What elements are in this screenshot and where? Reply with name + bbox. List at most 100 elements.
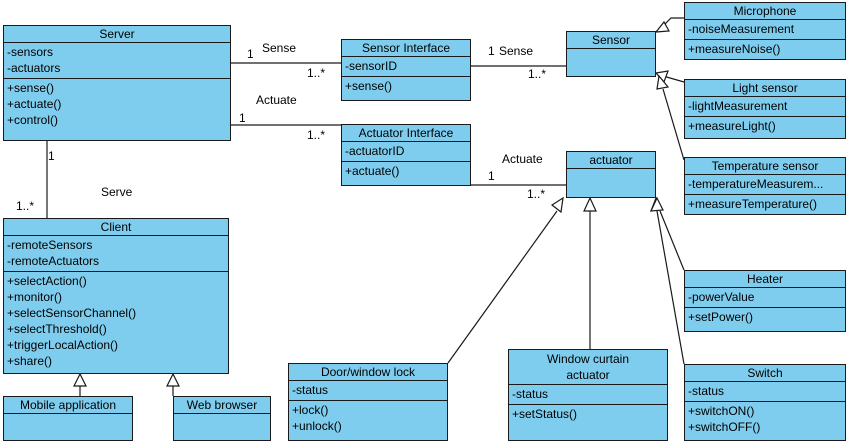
multiplicity-label: 1 [488,44,495,58]
attributes-section: -status [685,382,845,402]
class-window-curtain-actuator[interactable]: Window curtain actuator -status +setStat… [508,349,668,441]
methods-section: +sense() +actuate() +control() [4,79,230,130]
method: +switchOFF() [688,420,761,434]
class-actuator-interface[interactable]: Actuator Interface -actuatorID +actuate(… [341,124,471,186]
class-sensor-interface[interactable]: Sensor Interface -sensorID +sense() [341,39,471,101]
method: +measureTemperature() [688,197,818,211]
multiplicity-label: 1 [239,111,246,125]
method: +share() [7,354,53,368]
methods-section: +setStatus() [509,405,667,424]
class-light-sensor[interactable]: Light sensor -lightMeasurement +measureL… [684,79,846,139]
attributes-section: -remoteSensors -remoteActuators [4,236,228,272]
assoc-label: Sense [262,41,297,55]
assoc-label: Sense [499,44,534,58]
attribute: -lightMeasurement [688,99,788,113]
attributes-section: -actuatorID [342,142,470,162]
arrowhead-microphone [654,20,670,33]
class-sensor[interactable]: Sensor [566,31,656,77]
method: +switchON() [688,404,755,418]
class-name: Switch [685,365,845,382]
methods-section: +lock() +unlock() [289,401,447,436]
class-client[interactable]: Client -remoteSensors -remoteActuators +… [3,218,229,374]
attributes-section: -status [289,381,447,401]
method: +monitor() [7,290,63,304]
class-name: Actuator Interface [342,125,470,142]
multiplicity-label: 1..* [16,199,35,213]
attributes-section: -powerValue [685,288,845,308]
gen-temperature-sensor-sensor [662,88,685,161]
gen-light-sensor-sensor [662,75,685,83]
method: +setStatus() [512,407,578,421]
class-heater[interactable]: Heater -powerValue +setPower() [684,270,846,332]
class-name: Heater [685,271,845,288]
methods-section: +sense() [342,77,470,96]
class-name: Mobile application [4,397,132,414]
attributes-section: -status [509,385,667,405]
methods-section: +measureLight() [685,117,845,136]
attribute: -actuatorID [345,144,405,158]
multiplicity-label: 1..* [307,66,326,80]
attribute: -sensors [7,45,54,59]
attribute: -powerValue [688,290,755,304]
class-temperature-sensor[interactable]: Temperature sensor -temperatureMeasurem.… [684,157,846,215]
method: +measureNoise() [688,42,781,56]
multiplicity-label: 1 [488,169,495,183]
multiplicity-label: 1 [247,47,254,61]
attribute: -status [512,387,549,401]
methods-section: +actuate() [342,162,470,181]
class-name: Sensor [567,32,655,49]
class-name: Sensor Interface [342,40,470,57]
class-actuator[interactable]: actuator [566,151,656,198]
arrowhead-door-lock [550,196,564,214]
attributes-section: -sensors -actuators [4,43,230,79]
gen-switch-actuator [656,210,685,365]
attribute: -status [688,384,725,398]
attribute: -noiseMeasurement [688,22,795,36]
method: +control() [7,113,59,127]
method: +sense() [345,79,393,93]
multiplicity-label: 1..* [307,128,326,142]
method: +sense() [7,81,55,95]
method: +measureLight() [688,119,776,133]
attribute: -remoteSensors [7,238,93,252]
class-name: Microphone [685,3,845,20]
method: +selectThreshold() [7,322,107,336]
gen-door-lock-actuator [447,210,558,364]
class-name: Door/window lock [289,364,447,381]
attribute: -remoteActuators [7,254,100,268]
arrowhead-switch [650,196,664,212]
class-door-window-lock[interactable]: Door/window lock -status +lock() +unlock… [288,363,448,441]
method: +triggerLocalAction() [7,338,119,352]
attributes-section: -lightMeasurement [685,97,845,117]
class-name: Server [4,26,230,43]
method: +selectSensorChannel() [7,306,137,320]
methods-section: +measureNoise() [685,40,845,59]
class-web-browser[interactable]: Web browser [173,396,271,441]
method: +actuate() [7,97,62,111]
method: +unlock() [292,419,342,433]
class-server[interactable]: Server -sensors -actuators +sense() +act… [3,25,231,141]
arrowhead-web [166,372,180,387]
arrowhead-curtain [583,196,597,212]
class-mobile-application[interactable]: Mobile application [3,396,133,441]
class-switch[interactable]: Switch -status +switchON() +switchOFF() [684,364,846,441]
method: +lock() [292,403,329,417]
class-name: Client [4,219,228,236]
class-name: Light sensor [685,80,845,97]
class-name: Temperature sensor [685,158,845,175]
assoc-label: Serve [101,185,133,199]
attribute: -status [292,383,329,397]
method: +actuate() [345,164,400,178]
class-microphone[interactable]: Microphone -noiseMeasurement +measureNoi… [684,2,846,60]
attributes-section: -noiseMeasurement [685,20,845,40]
multiplicity-label: 1..* [528,67,547,81]
attribute: -actuators [7,61,61,75]
methods-section: +selectAction() +monitor() +selectSensor… [4,272,228,371]
class-name: actuator [567,152,655,169]
arrowhead-mobile [73,372,87,387]
attributes-section: -temperatureMeasurem... [685,175,845,195]
assoc-label: Actuate [256,93,297,107]
methods-section: +switchON() +switchOFF() [685,402,845,437]
